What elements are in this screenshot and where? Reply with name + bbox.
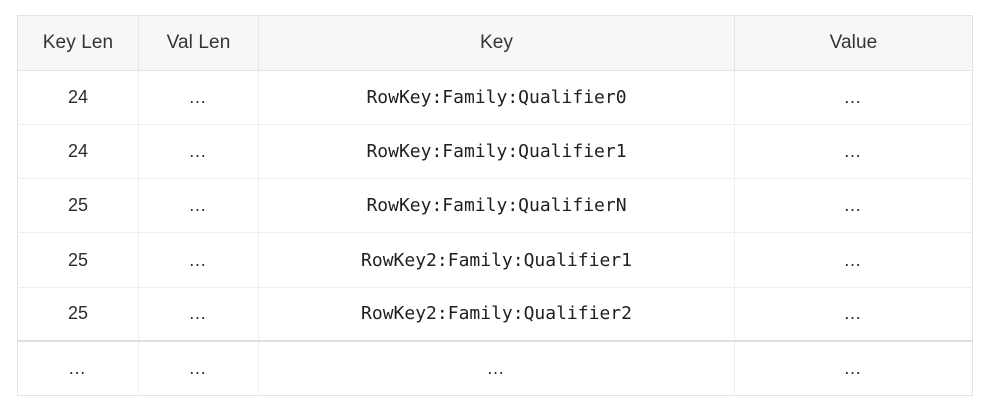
- column-header-key-len: Key Len: [17, 15, 139, 71]
- cell-key-len: 24: [17, 124, 139, 180]
- table-body: 24 … RowKey:Family:Qualifier0 … 24 … Row…: [17, 70, 973, 396]
- cell-value: …: [734, 70, 973, 126]
- cell-value: …: [734, 340, 973, 396]
- column-header-value: Value: [734, 15, 973, 71]
- cell-key-len: 25: [17, 232, 139, 288]
- column-header-val-len: Val Len: [138, 15, 259, 71]
- table-header: Key Len Val Len Key Value: [17, 15, 973, 71]
- cell-value: …: [734, 232, 973, 288]
- table-row: 25 … RowKey:Family:QualifierN …: [17, 178, 973, 234]
- cell-value: …: [734, 124, 973, 180]
- cell-key: RowKey2:Family:Qualifier2: [258, 287, 735, 342]
- cell-key: RowKey:Family:QualifierN: [258, 178, 735, 234]
- table-row-continuation: … … … …: [17, 340, 973, 396]
- table-container: Key Len Val Len Key Value 24 … RowKey:Fa…: [17, 15, 973, 396]
- cell-key-len: …: [17, 340, 139, 396]
- cell-value: …: [734, 287, 973, 342]
- cell-value: …: [734, 178, 973, 234]
- cell-val-len: …: [138, 340, 259, 396]
- cell-key: RowKey:Family:Qualifier0: [258, 70, 735, 126]
- column-header-key: Key: [258, 15, 735, 71]
- cell-val-len: …: [138, 232, 259, 288]
- hfile-keyvalue-layout-table: Key Len Val Len Key Value 24 … RowKey:Fa…: [17, 15, 973, 396]
- cell-val-len: …: [138, 287, 259, 342]
- cell-key-len: 25: [17, 178, 139, 234]
- cell-val-len: …: [138, 124, 259, 180]
- table-row: 24 … RowKey:Family:Qualifier0 …: [17, 70, 973, 126]
- cell-key-len: 25: [17, 287, 139, 342]
- cell-val-len: …: [138, 70, 259, 126]
- cell-key: RowKey2:Family:Qualifier1: [258, 232, 735, 288]
- cell-key-len: 24: [17, 70, 139, 126]
- table-row: 25 … RowKey2:Family:Qualifier1 …: [17, 232, 973, 288]
- cell-key: RowKey:Family:Qualifier1: [258, 124, 735, 180]
- table-row: 25 … RowKey2:Family:Qualifier2 …: [17, 287, 973, 342]
- cell-val-len: …: [138, 178, 259, 234]
- table-header-row: Key Len Val Len Key Value: [17, 15, 973, 71]
- cell-key: …: [258, 340, 735, 396]
- table-row: 24 … RowKey:Family:Qualifier1 …: [17, 124, 973, 180]
